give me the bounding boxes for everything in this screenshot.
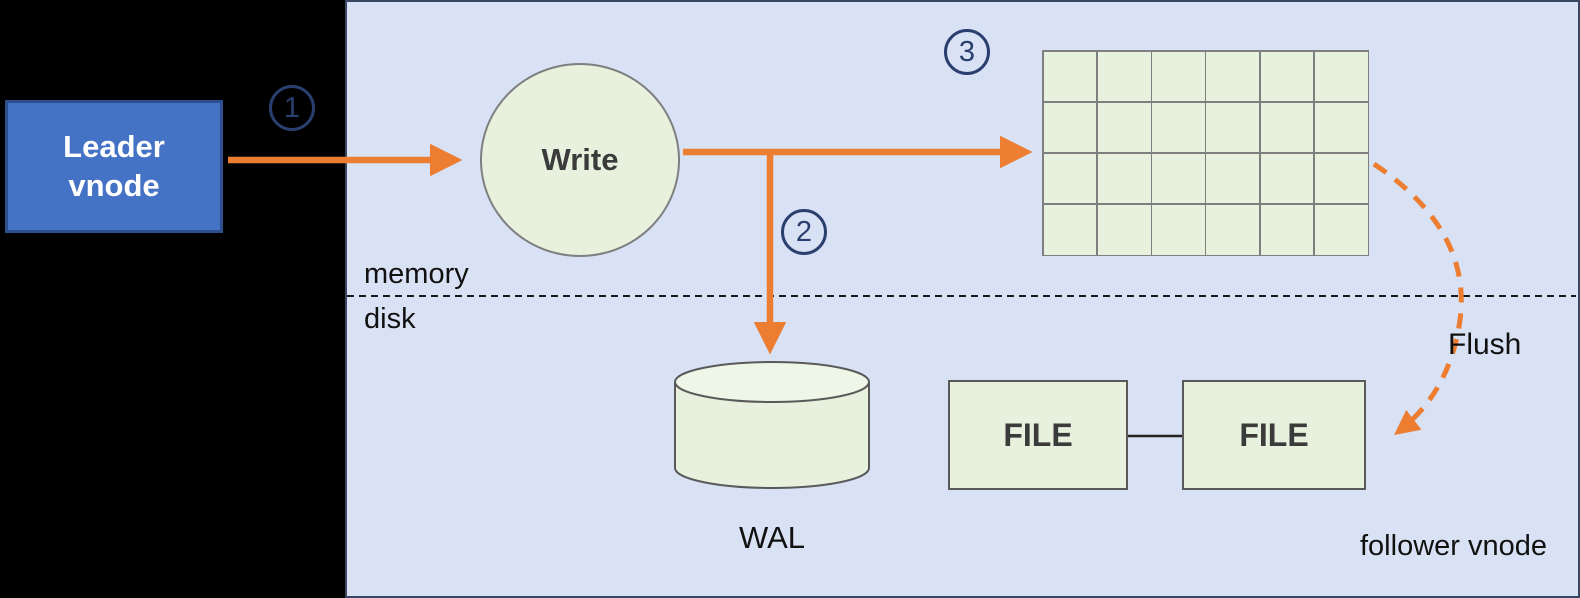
memtable-cell: [1043, 153, 1097, 204]
memtable-cell: [1314, 51, 1368, 102]
memtable-cell: [1152, 204, 1205, 255]
memtable-cell: [1314, 102, 1368, 153]
memtable-cell: [1260, 51, 1314, 102]
step-1-number: 1: [283, 91, 301, 124]
file-box-1-label: FILE: [1003, 416, 1073, 453]
leader-vnode-label-line2: vnode: [68, 167, 160, 203]
write-node-label: Write: [541, 142, 619, 177]
memtable-cell: [1152, 153, 1205, 204]
disk-zone-label: disk: [364, 303, 416, 335]
memtable-cell: [1260, 153, 1314, 204]
memtable-cell: [1206, 51, 1259, 102]
memtable-cell: [1097, 51, 1151, 102]
memtable-cell: [1097, 153, 1151, 204]
memtable-cell: [1314, 153, 1368, 204]
memtable-cell: [1152, 102, 1205, 153]
memtable-cell: [1097, 204, 1151, 255]
wal-label: WAL: [738, 520, 806, 555]
follower-vnode-label: follower vnode: [1360, 530, 1547, 562]
leader-vnode-box: Leader vnode: [5, 100, 223, 233]
memtable-cell: [1206, 102, 1259, 153]
memtable-cell: [1314, 204, 1368, 255]
memtable-cell: [1043, 51, 1097, 102]
memtable-cell: [1043, 204, 1097, 255]
memtable-grid: [1042, 50, 1369, 256]
step-2-number: 2: [795, 215, 813, 248]
step-3-badge: 3: [944, 29, 990, 75]
step-1-badge: 1: [269, 85, 315, 131]
step-3-number: 3: [958, 35, 976, 68]
memtable-cell: [1152, 51, 1205, 102]
memtable-cell: [1097, 102, 1151, 153]
file-box-2: FILE: [1182, 380, 1366, 490]
memtable-cell: [1206, 153, 1259, 204]
write-node: Write: [480, 63, 680, 257]
memtable-cell: [1206, 204, 1259, 255]
step-2-badge: 2: [781, 209, 827, 255]
memtable-cell: [1260, 102, 1314, 153]
memtable-cell: [1260, 204, 1314, 255]
memtable-cell: [1043, 102, 1097, 153]
leader-vnode-label-line1: Leader: [63, 128, 165, 164]
file-box-2-label: FILE: [1239, 416, 1309, 453]
flush-label: Flush: [1448, 328, 1522, 361]
file-box-1: FILE: [948, 380, 1128, 490]
memory-zone-label: memory: [364, 258, 469, 290]
